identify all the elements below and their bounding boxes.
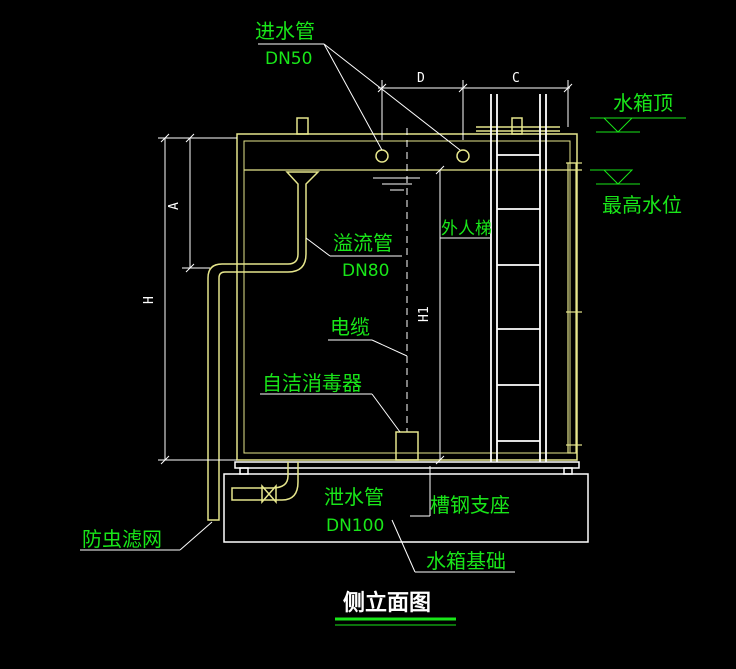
leader-lines	[80, 43, 515, 573]
tank-foundation-block	[223, 473, 589, 543]
drawing-title: 侧立面图	[343, 590, 431, 616]
dim-h-label: H	[142, 296, 157, 304]
inlet-pipe-label: 进水管	[255, 19, 315, 43]
vent-cap-right	[511, 117, 523, 135]
channel-support-label: 槽钢支座	[430, 493, 510, 517]
right-side-rail	[566, 162, 582, 454]
outer-ladder-label: 外人梯	[441, 219, 492, 239]
inlet-pipe-left	[375, 149, 389, 163]
tank-foundation-label: 水箱基础	[426, 549, 506, 573]
overflow-pipe	[207, 171, 320, 521]
tank-top-label: 水箱顶	[613, 91, 673, 115]
insect-screen-label: 防虫滤网	[82, 527, 162, 551]
dim-a-label: A	[167, 202, 182, 210]
dimension-lines	[158, 80, 686, 465]
tank-support	[223, 461, 589, 543]
drain-dn-label: DN100	[326, 516, 384, 536]
vent-cap-left	[296, 117, 309, 135]
water-level-symbol	[373, 177, 420, 191]
drain-pipe	[231, 462, 299, 504]
max-water-level-label: 最高水位	[602, 193, 682, 217]
dim-h1-label: H1	[417, 306, 432, 322]
overflow-pipe-label: 溢流管	[333, 231, 393, 255]
inlet-pipe-right	[456, 149, 470, 163]
overflow-dn-label: DN80	[342, 261, 389, 281]
outer-ladder	[490, 94, 547, 462]
cable-label: 电缆	[330, 315, 370, 339]
dim-d-label: D	[417, 71, 425, 86]
drain-pipe-label: 泄水管	[324, 485, 384, 509]
dim-c-label: C	[512, 71, 520, 86]
inlet-dn-label: DN50	[265, 49, 312, 69]
disinfector-label: 自洁消毒器	[262, 371, 362, 395]
disinfector-box	[395, 431, 419, 461]
